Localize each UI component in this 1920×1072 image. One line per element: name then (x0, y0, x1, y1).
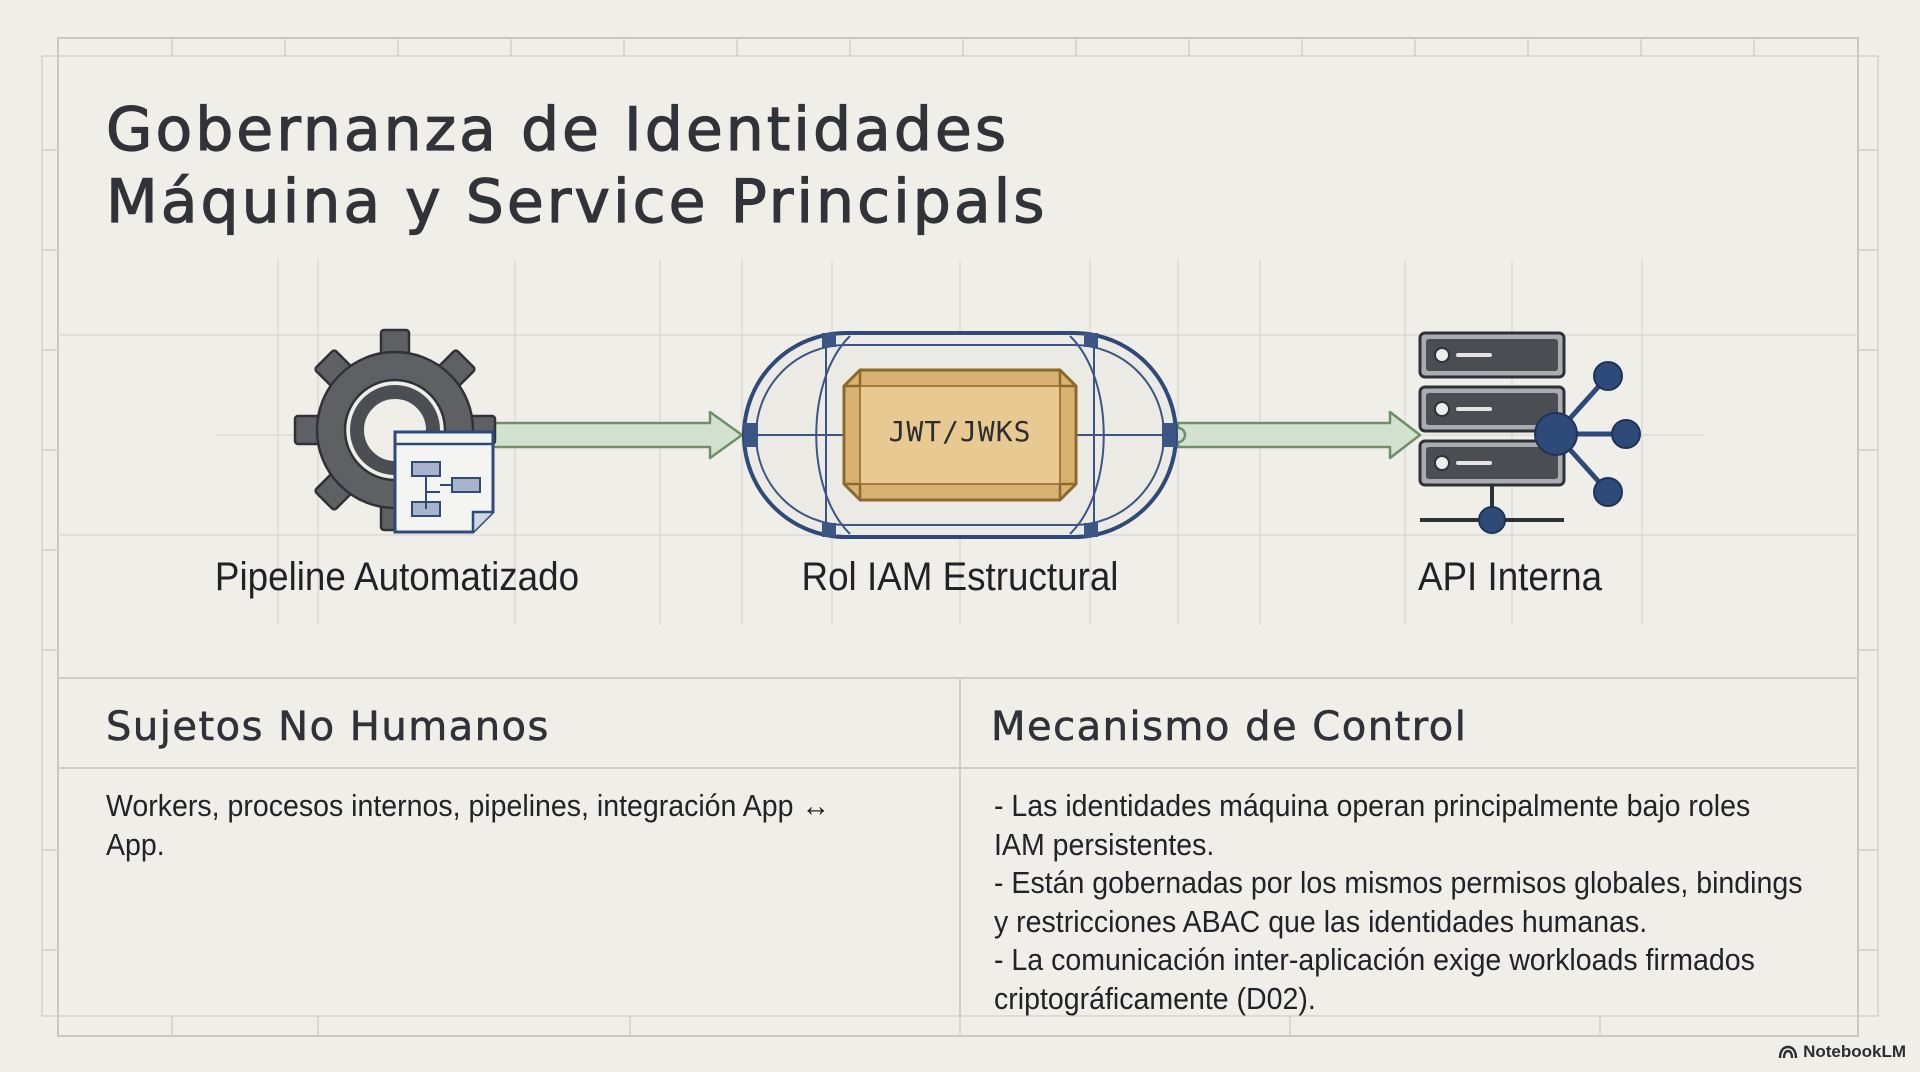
node-label-pipeline: Pipeline Automatizado (214, 555, 580, 599)
body-line: criptográficamente (D02). (994, 980, 1316, 1016)
body-line: App. (106, 826, 165, 862)
brand-watermark: NotebookLM (1778, 1042, 1906, 1062)
body-line: Workers, procesos internos, pipelines, i… (106, 788, 830, 823)
arrow-pipeline-to-role (486, 410, 744, 460)
body-line: - Están gobernadas por los mismos permis… (994, 865, 1803, 900)
section-body-control: - Las identidades máquina operan princip… (994, 787, 1802, 1018)
node-label-iam-role: Rol IAM Estructural (801, 555, 1119, 599)
notebooklm-logo-icon (1778, 1045, 1798, 1059)
body-line: y restricciones ABAC que las identidades… (994, 903, 1648, 939)
page-title: Gobernanza de Identidades Máquina y Serv… (105, 94, 1048, 238)
body-line: IAM persistentes. (994, 826, 1215, 862)
section-body-subjects: Workers, procesos internos, pipelines, i… (106, 787, 830, 864)
title-line-1: Gobernanza de Identidades (105, 94, 1010, 165)
node-label-api: API Interna (1417, 555, 1603, 599)
title-line-2: Máquina y Service Principals (105, 166, 1048, 237)
outer-frame (57, 37, 1859, 1037)
brand-name: NotebookLM (1803, 1042, 1906, 1061)
token-label: JWT/JWKS (888, 415, 1032, 448)
section-heading-control: Mecanismo de Control (991, 704, 1468, 751)
arrow-role-to-api (1169, 410, 1422, 460)
capsule-token-icon (742, 331, 1178, 539)
body-line: - Las identidades máquina operan princip… (994, 788, 1751, 823)
section-heading-subjects: Sujetos No Humanos (106, 704, 550, 751)
body-line: - La comunicación inter-aplicación exige… (994, 942, 1755, 977)
server-network-icon (1418, 331, 1641, 534)
gear-document-icon (293, 328, 497, 534)
